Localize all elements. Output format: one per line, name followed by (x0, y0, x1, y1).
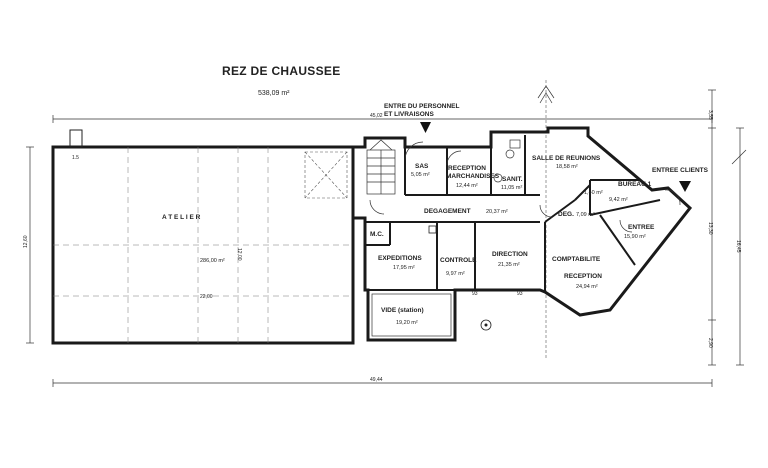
top-dimension: 45,02 (52, 113, 713, 123)
deg-area: 7,09 m² (576, 212, 595, 218)
door-dim-2: 93 (517, 291, 523, 297)
sas-area: 5,05 m² (411, 172, 430, 178)
bureau-area: 9,42 m² (609, 197, 628, 203)
small-area: 1,40 m² (584, 190, 603, 196)
controle-area: 9,97 m² (446, 271, 465, 277)
left-height-label: 12,60 (23, 235, 29, 248)
tree-marker-dot-icon (484, 323, 488, 327)
controle-name: CONTROLE (440, 257, 477, 264)
expeditions-name: EXPEDITIONS (378, 255, 422, 262)
entree-name: ENTREE (628, 224, 655, 231)
north-arrow-icon (537, 80, 555, 360)
entree-area: 15,90 m² (624, 234, 646, 240)
door-dim-1: 93 (472, 291, 478, 297)
right-upper-label: 3,55 (707, 110, 713, 120)
plan-title: REZ DE CHAUSSEE (222, 64, 341, 78)
salle-reunions-name: SALLE DE REUNIONS (532, 155, 601, 162)
salle-reunions-area: 18,58 m² (556, 164, 578, 170)
degagement-name: DEGAGEMENT (424, 208, 471, 215)
staff-entrance-arrow-icon (420, 122, 431, 133)
atelier-name: A T E L I E R (162, 214, 201, 221)
atelier-walls (51, 145, 355, 345)
expeditions-area: 17,95 m² (393, 265, 415, 271)
client-entrance-arrow-icon (679, 181, 691, 192)
client-entrance-label: ENTREE CLIENTS (652, 167, 709, 174)
right-total-label: 16,45 (735, 240, 741, 253)
atelier-width-dim: 22,00 (200, 294, 213, 300)
sanit-area: 11,05 m² (501, 185, 522, 191)
vide-name: VIDE (station) (381, 307, 424, 314)
reception-marchandises-name-1: RECEPTION (448, 165, 486, 172)
top-width-label: 45,02 (370, 113, 383, 119)
bottom-width-label: 49,44 (370, 377, 383, 383)
staff-entrance-label-1: ENTRE DU PERSONNEL (384, 103, 460, 110)
right-lower-label: 2,90 (707, 338, 713, 348)
atelier-height-dim: 12,00 (236, 248, 242, 261)
central-block-walls (353, 126, 693, 342)
tree-marker-icon (480, 319, 492, 331)
left-dimension: 12,60 (23, 146, 34, 344)
sanit-name: SANIT. (502, 176, 523, 183)
bureau-name: BUREAU 1 (618, 181, 652, 188)
reception-marchandises-name-2: MARCHANDISES (446, 173, 500, 180)
mc-name: M.C. (370, 231, 384, 238)
right-dimensions: 3,55 13,30 2,90 16,45 (707, 89, 747, 366)
direction-name: DIRECTION (492, 251, 528, 258)
atelier-area: 286,00 m² (200, 258, 225, 264)
deg-name: DEG. (558, 211, 574, 218)
reception-area: 24,94 m² (576, 284, 598, 290)
total-area: 538,09 m² (258, 90, 290, 97)
right-mid-label: 13,30 (707, 222, 713, 235)
staff-entrance-label-2: ET LIVRAISONS (384, 111, 435, 118)
vide-area: 19,20 m² (396, 320, 418, 326)
direction-area: 21,35 m² (498, 262, 520, 268)
degagement-area: 20,37 m² (486, 209, 508, 215)
corner-dimension: 1.5 (72, 155, 79, 161)
chimney-icon (69, 129, 83, 148)
bottom-dimension: 49,44 (52, 377, 713, 387)
reception-marchandises-area: 12,44 m² (456, 183, 478, 189)
comptabilite-name: COMPTABILITE (552, 256, 601, 263)
sas-name: SAS (415, 163, 429, 170)
reception-name: RECEPTION (564, 273, 602, 280)
